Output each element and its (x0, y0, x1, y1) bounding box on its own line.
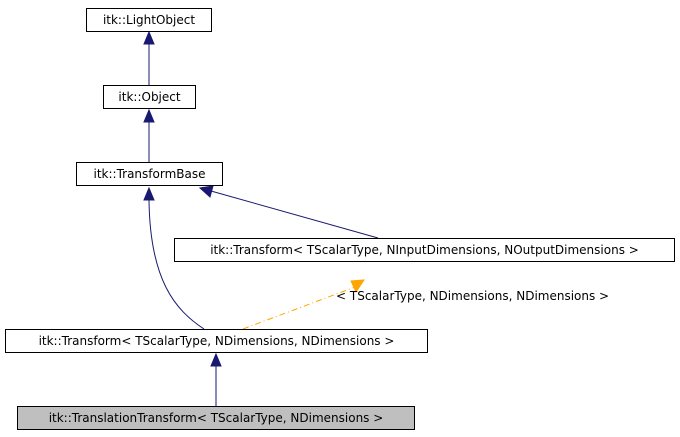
arrowhead-object-to-lightobject (143, 30, 155, 45)
edge-transformio-to-transformbase (210, 190, 379, 239)
arrowhead-transformbase-to-object (143, 108, 155, 123)
edge-label-template-args: < TScalarType, NDimensions, NDimensions … (336, 289, 610, 303)
node-transform-input-output[interactable]: itk::Transform< TScalarType, NInputDimen… (174, 238, 675, 262)
node-transform-ndimensions[interactable]: itk::Transform< TScalarType, NDimensions… (5, 329, 428, 353)
node-transform-base[interactable]: itk::TransformBase (76, 162, 223, 186)
arrowhead-transformio-to-transformbase (198, 185, 214, 198)
arrowhead-translation-to-transformnd (210, 352, 222, 367)
node-light-object[interactable]: itk::LightObject (86, 8, 212, 32)
node-translation-transform: itk::TranslationTransform< TScalarType, … (17, 406, 415, 430)
arrowhead-transformnd-to-transformio (350, 279, 365, 294)
edge-transformnd-to-transformbase (148, 199, 205, 330)
node-object[interactable]: itk::Object (103, 85, 196, 109)
arrowhead-transformnd-to-transformbase (143, 186, 155, 201)
